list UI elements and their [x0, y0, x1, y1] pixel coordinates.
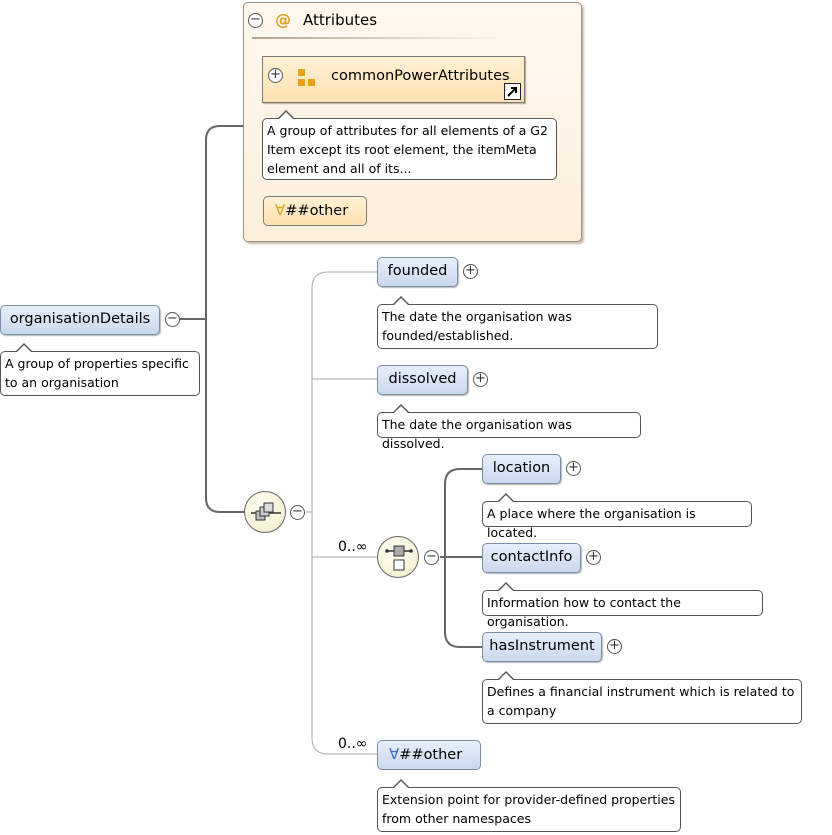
wire-choice-hasinstrument — [444, 557, 482, 648]
hasinstrument-annotation: Defines a financial instrument which is … — [482, 671, 802, 724]
collapse-root-toggle[interactable]: − — [165, 312, 180, 327]
expand-hasinstrument-toggle[interactable]: + — [607, 639, 622, 654]
expand-location-toggle[interactable]: + — [566, 461, 581, 476]
sequence-compositor-icon — [251, 502, 281, 521]
attributes-title: Attributes — [303, 11, 378, 29]
attribute-group-annotation: A group of attributes for all elements o… — [262, 110, 557, 180]
root-element-node[interactable]: organisationDetails — [0, 305, 160, 335]
shortcut-arrow-icon[interactable] — [504, 83, 521, 100]
location-annotation: A place where the organisation is locate… — [482, 493, 752, 540]
dissolved-annotation: The date the organisation was dissolved. — [377, 404, 641, 451]
any-element-node[interactable]: ∀##other — [377, 740, 481, 770]
wire-seq-founded — [311, 271, 377, 512]
wire-choice-location — [440, 468, 482, 558]
root-annotation: A group of properties specific to an org… — [0, 343, 200, 396]
at-sign-icon: @ — [275, 10, 291, 29]
any-element-label: ##other — [399, 747, 463, 763]
attribute-group-name: commonPowerAttributes — [331, 68, 510, 84]
collapse-sequence-toggle[interactable]: − — [290, 505, 305, 520]
collapse-choice-toggle[interactable]: − — [424, 550, 439, 565]
element-founded[interactable]: founded — [377, 257, 458, 287]
element-dissolved[interactable]: dissolved — [377, 365, 468, 395]
choice-compositor[interactable] — [377, 536, 419, 578]
attribute-group-icon — [298, 69, 315, 86]
attribute-group-commonpowerattributes[interactable] — [262, 56, 525, 103]
sequence-compositor[interactable] — [244, 491, 286, 533]
choice-compositor-icon — [385, 545, 413, 571]
expand-contactinfo-toggle[interactable]: + — [586, 550, 601, 565]
any-element-multiplicity: 0..∞ — [338, 736, 368, 752]
any-element-annotation: Extension point for provider-defined pro… — [377, 779, 681, 832]
any-attribute-node[interactable]: ∀##other — [263, 196, 367, 226]
element-hasinstrument[interactable]: hasInstrument — [482, 632, 602, 662]
contactinfo-annotation: Information how to contact the organisat… — [482, 582, 763, 629]
wire-root-attributes — [180, 125, 243, 320]
attributes-divider — [252, 37, 502, 39]
expand-dissolved-toggle[interactable]: + — [473, 372, 488, 387]
forall-icon: ∀ — [389, 745, 400, 763]
expand-founded-toggle[interactable]: + — [463, 264, 478, 279]
founded-annotation: The date the organisation was founded/es… — [377, 296, 658, 349]
wire-root-sequence — [205, 319, 244, 513]
element-contactinfo[interactable]: contactInfo — [482, 543, 581, 573]
any-attribute-label: ##other — [285, 203, 349, 219]
expand-attribute-group-toggle[interactable]: + — [268, 68, 283, 83]
collapse-attributes-toggle[interactable]: − — [248, 13, 263, 28]
wire-seq-any — [311, 512, 377, 755]
forall-icon: ∀ — [275, 201, 286, 219]
choice-multiplicity: 0..∞ — [338, 539, 368, 555]
element-location[interactable]: location — [482, 454, 561, 484]
